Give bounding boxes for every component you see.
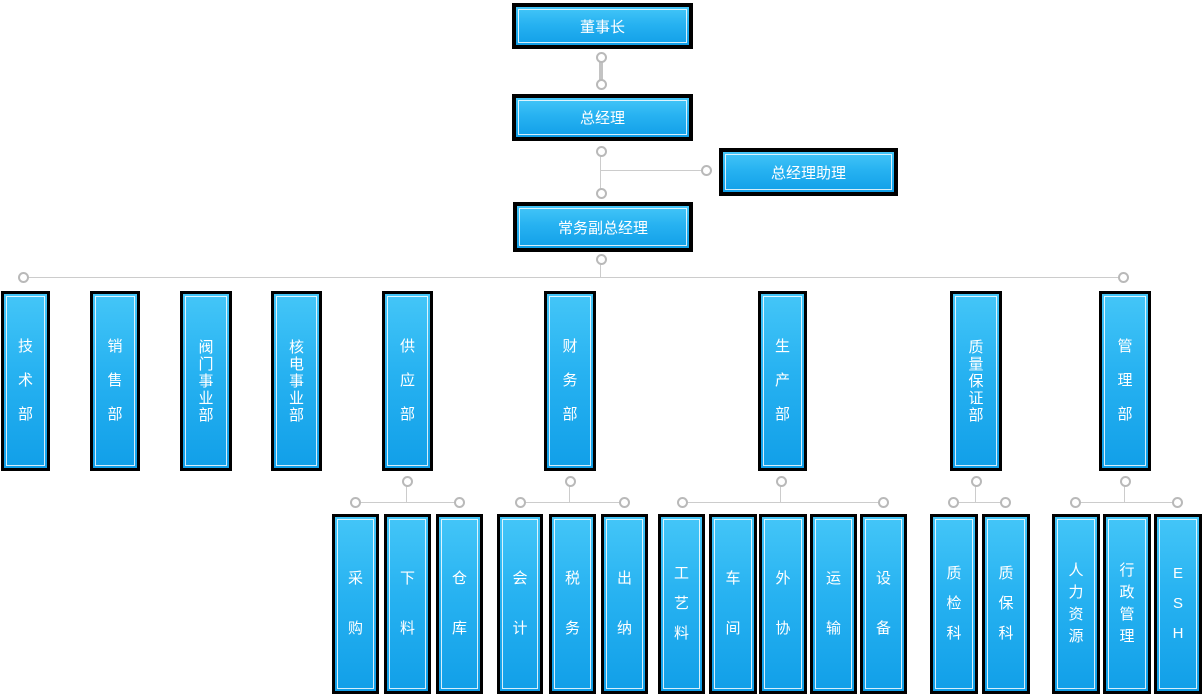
connector-supply-stub (406, 486, 407, 502)
connector-dot (971, 476, 982, 487)
connector-chairman-gm (599, 59, 603, 82)
node-section-tax: 税务 (549, 514, 596, 694)
dept-label: 管理部 (1117, 338, 1133, 423)
node-section-accounting: 会计 (497, 514, 543, 694)
connector-dot (776, 476, 787, 487)
dept-label: 销售部 (107, 338, 123, 423)
connector-dot (565, 476, 576, 487)
connector-dot (596, 52, 607, 63)
connector-dot (878, 497, 889, 508)
node-section-quality-assurance: 质保科 (982, 514, 1030, 694)
connector-dot (596, 254, 607, 265)
connector-dot (454, 497, 465, 508)
node-dept-sales: 销售部 (90, 291, 140, 471)
node-gm-assistant-label: 总经理助理 (770, 164, 846, 182)
node-section-esh: ESH (1154, 514, 1202, 694)
node-dept-technology: 技术部 (1, 291, 50, 471)
node-chairman: 董事长 (512, 3, 693, 49)
connector-finance-rail (520, 502, 624, 503)
section-label: 质检科 (946, 565, 962, 642)
node-section-workshop: 车间 (709, 514, 757, 694)
node-dept-nuclear-division: 核电事业部 (271, 291, 322, 471)
dept-label: 质量保证部 (968, 338, 984, 424)
connector-admin-rail (1075, 502, 1177, 503)
node-section-warehouse: 仓库 (436, 514, 483, 694)
section-label: 运输 (825, 570, 841, 637)
connector-dot (596, 79, 607, 90)
connector-production-stub (780, 486, 781, 502)
connector-dot (677, 497, 688, 508)
node-deputy-general-manager-label: 常务副总经理 (557, 219, 648, 237)
connector-dot (515, 497, 526, 508)
connector-dot (1070, 497, 1081, 508)
node-dept-quality-assurance: 质量保证部 (950, 291, 1002, 471)
dept-label: 阀门事业部 (198, 338, 214, 424)
connector-dot (596, 188, 607, 199)
node-dept-supply: 供应部 (382, 291, 433, 471)
connector-dot (18, 272, 29, 283)
section-label: 质保科 (998, 565, 1014, 642)
connector-dot (948, 497, 959, 508)
node-section-process: 工艺料 (658, 514, 705, 694)
node-dept-production: 生产部 (758, 291, 807, 471)
section-label: 会计 (512, 570, 528, 637)
node-section-human-resources: 人力资源 (1052, 514, 1100, 694)
section-label: 行政管理 (1119, 562, 1135, 645)
section-label: ESH (1172, 565, 1184, 642)
connector-admin-stub (1124, 486, 1125, 502)
connector-qa-rail (953, 502, 1005, 503)
node-section-quality-inspection: 质检科 (930, 514, 978, 694)
node-section-procurement: 采购 (332, 514, 379, 694)
node-section-admin-management: 行政管理 (1103, 514, 1151, 694)
connector-gm-assistant (601, 170, 701, 171)
connector-deputy-rail (600, 262, 601, 277)
node-section-outsourcing: 外协 (759, 514, 807, 694)
section-label: 工艺料 (673, 565, 689, 642)
connector-gm-deputy (600, 153, 601, 193)
node-section-equipment: 设备 (860, 514, 907, 694)
connector-production-rail (682, 502, 883, 503)
connector-qa-stub (975, 486, 976, 502)
connector-dot (1118, 272, 1129, 283)
node-gm-assistant: 总经理助理 (719, 148, 898, 196)
connector-dot (1120, 476, 1131, 487)
node-section-transport: 运输 (810, 514, 857, 694)
section-label: 车间 (725, 570, 741, 637)
node-section-cashier: 出纳 (601, 514, 648, 694)
connector-dot (350, 497, 361, 508)
node-chairman-label: 董事长 (579, 18, 625, 36)
node-deputy-general-manager: 常务副总经理 (513, 202, 693, 252)
node-general-manager-label: 总经理 (579, 110, 625, 127)
dept-label: 核电事业部 (288, 338, 304, 424)
department-rail (23, 277, 1123, 278)
connector-dot (619, 497, 630, 508)
dept-label: 技术部 (17, 338, 33, 423)
node-dept-valve-division: 阀门事业部 (180, 291, 232, 471)
connector-dot (402, 476, 413, 487)
section-label: 仓库 (451, 570, 467, 637)
dept-label: 供应部 (399, 338, 415, 423)
section-label: 设备 (875, 570, 891, 637)
connector-dot (596, 146, 607, 157)
node-general-manager: 总经理 (512, 94, 693, 141)
section-label: 外协 (775, 570, 791, 637)
section-label: 税务 (564, 570, 580, 637)
connector-supply-rail (355, 502, 459, 503)
connector-dot (1000, 497, 1011, 508)
connector-dot (1172, 497, 1183, 508)
section-label: 出纳 (616, 570, 632, 637)
section-label: 下料 (399, 570, 415, 637)
section-label: 采购 (347, 570, 363, 637)
node-section-cutting: 下料 (384, 514, 431, 694)
node-dept-finance: 财务部 (544, 291, 596, 471)
connector-finance-stub (569, 486, 570, 502)
section-label: 人力资源 (1068, 562, 1084, 645)
dept-label: 财务部 (562, 338, 578, 423)
dept-label: 生产部 (774, 338, 790, 423)
connector-dot (701, 165, 712, 176)
node-dept-administration: 管理部 (1099, 291, 1151, 471)
